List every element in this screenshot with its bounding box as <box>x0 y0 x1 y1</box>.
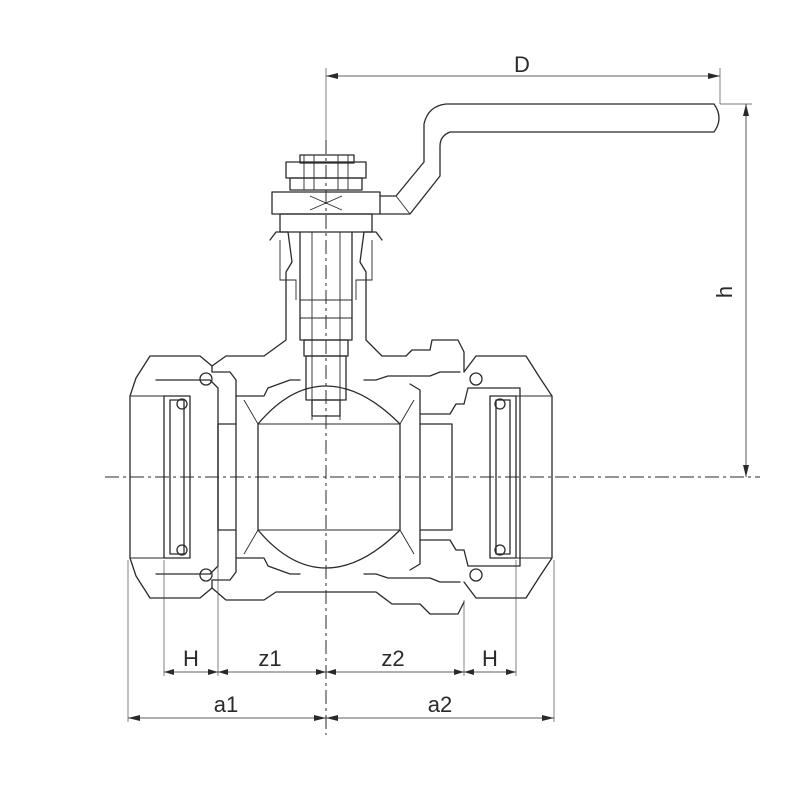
valve-body <box>211 339 465 615</box>
label-H-left: H <box>183 646 199 671</box>
label-a2: a2 <box>428 692 452 717</box>
label-h: h <box>712 286 737 298</box>
label-z2: z2 <box>381 646 404 671</box>
bonnet-neck <box>211 231 407 367</box>
label-H-right: H <box>482 646 498 671</box>
stem-nut <box>271 154 381 233</box>
label-D: D <box>514 52 530 77</box>
right-end-connector <box>463 355 553 599</box>
stem <box>299 231 353 420</box>
dimension-row-lower <box>128 715 554 721</box>
ball <box>243 385 415 569</box>
left-end-connector <box>129 355 219 599</box>
dimension-row-upper <box>164 669 516 675</box>
bottom-extension-lines <box>127 532 555 722</box>
dimension-h <box>720 103 752 477</box>
label-z1: z1 <box>258 646 281 671</box>
label-a1: a1 <box>214 692 238 717</box>
dimension-D <box>325 68 721 140</box>
lever-handle <box>379 103 720 215</box>
